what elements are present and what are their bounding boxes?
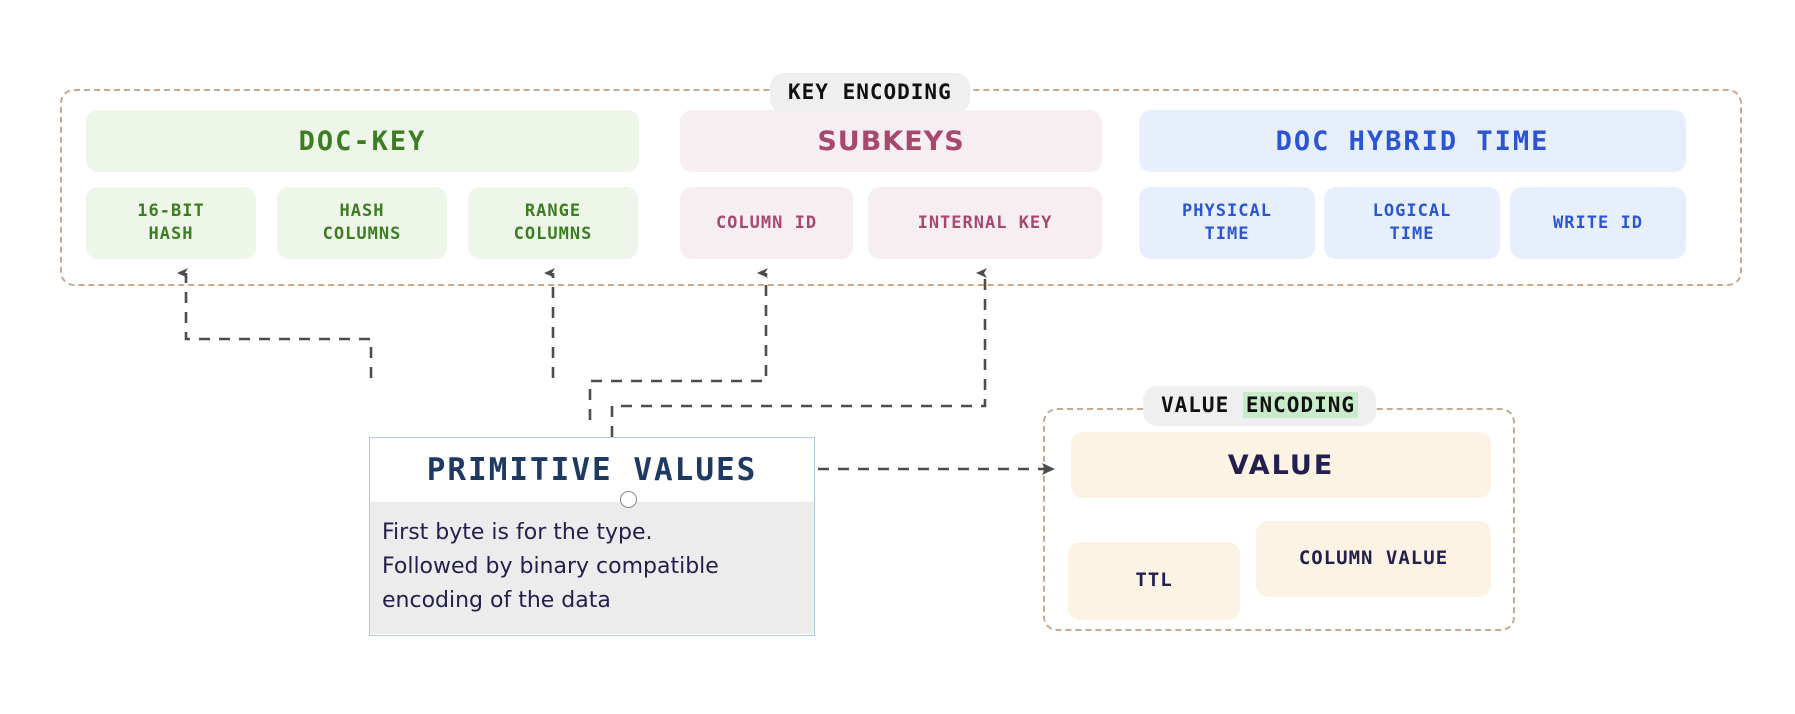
chip-physical-time-line1: PHYSICAL <box>1182 201 1272 222</box>
chip-hash-columns-line2: COLUMNS <box>322 224 402 244</box>
chip-internal-key[interactable]: INTERNAL KEY <box>868 187 1102 259</box>
primitive-values-title: PRIMITIVE VALUES <box>370 438 814 502</box>
chip-physical-time-line2: TIME <box>1204 224 1250 244</box>
chip-16-bit-hash-line2: HASH <box>148 224 194 244</box>
chip-16-bit-hash-line1: 16-BIT <box>137 201 205 222</box>
value-encoding-title: VALUE ENCODING <box>1143 386 1377 426</box>
primitive-values-body-line2: Followed by binary compatible <box>382 554 719 580</box>
chip-16-bit-hash[interactable]: 16-BIT HASH <box>86 187 256 259</box>
chip-logical-time-line1: LOGICAL <box>1372 201 1452 222</box>
chip-column-id[interactable]: COLUMN ID <box>680 187 853 259</box>
primitive-values-body-line3: encoding of the data <box>382 588 611 614</box>
doc-key-header[interactable]: DOC-KEY <box>86 110 639 172</box>
chip-range-columns[interactable]: RANGE COLUMNS <box>468 187 638 259</box>
doc-hybrid-time-header[interactable]: DOC HYBRID TIME <box>1139 110 1686 172</box>
chip-physical-time[interactable]: PHYSICAL TIME <box>1139 187 1315 259</box>
wire-to-internal-key <box>610 268 987 437</box>
value-encoding-title-plain: VALUE <box>1161 393 1230 417</box>
chip-logical-time[interactable]: LOGICAL TIME <box>1324 187 1500 259</box>
value-encoding-title-highlight: ENCODING <box>1242 392 1359 418</box>
key-encoding-title: KEY ENCODING <box>770 73 970 113</box>
chip-hash-columns[interactable]: HASH COLUMNS <box>277 187 447 259</box>
chip-range-columns-line2: COLUMNS <box>513 224 593 244</box>
note-anchor-circle <box>620 491 637 508</box>
chip-column-value[interactable]: COLUMN VALUE <box>1256 521 1491 597</box>
chip-hash-columns-line1: HASH <box>339 201 385 222</box>
chip-ttl[interactable]: TTL <box>1068 542 1240 620</box>
chip-logical-time-line2: TIME <box>1389 224 1435 244</box>
chip-write-id[interactable]: WRITE ID <box>1510 187 1686 259</box>
subkeys-header[interactable]: SUBKEYS <box>680 110 1102 172</box>
primitive-values-body: First byte is for the type. Followed by … <box>370 502 814 635</box>
primitive-values-body-line1: First byte is for the type. <box>382 520 653 545</box>
chip-range-columns-line1: RANGE <box>524 201 582 222</box>
primitive-values-note[interactable]: PRIMITIVE VALUES First byte is for the t… <box>369 437 815 636</box>
wire-to-column-id <box>588 268 768 420</box>
wire-to-hash-columns <box>177 268 373 378</box>
value-header[interactable]: VALUE <box>1071 432 1491 498</box>
